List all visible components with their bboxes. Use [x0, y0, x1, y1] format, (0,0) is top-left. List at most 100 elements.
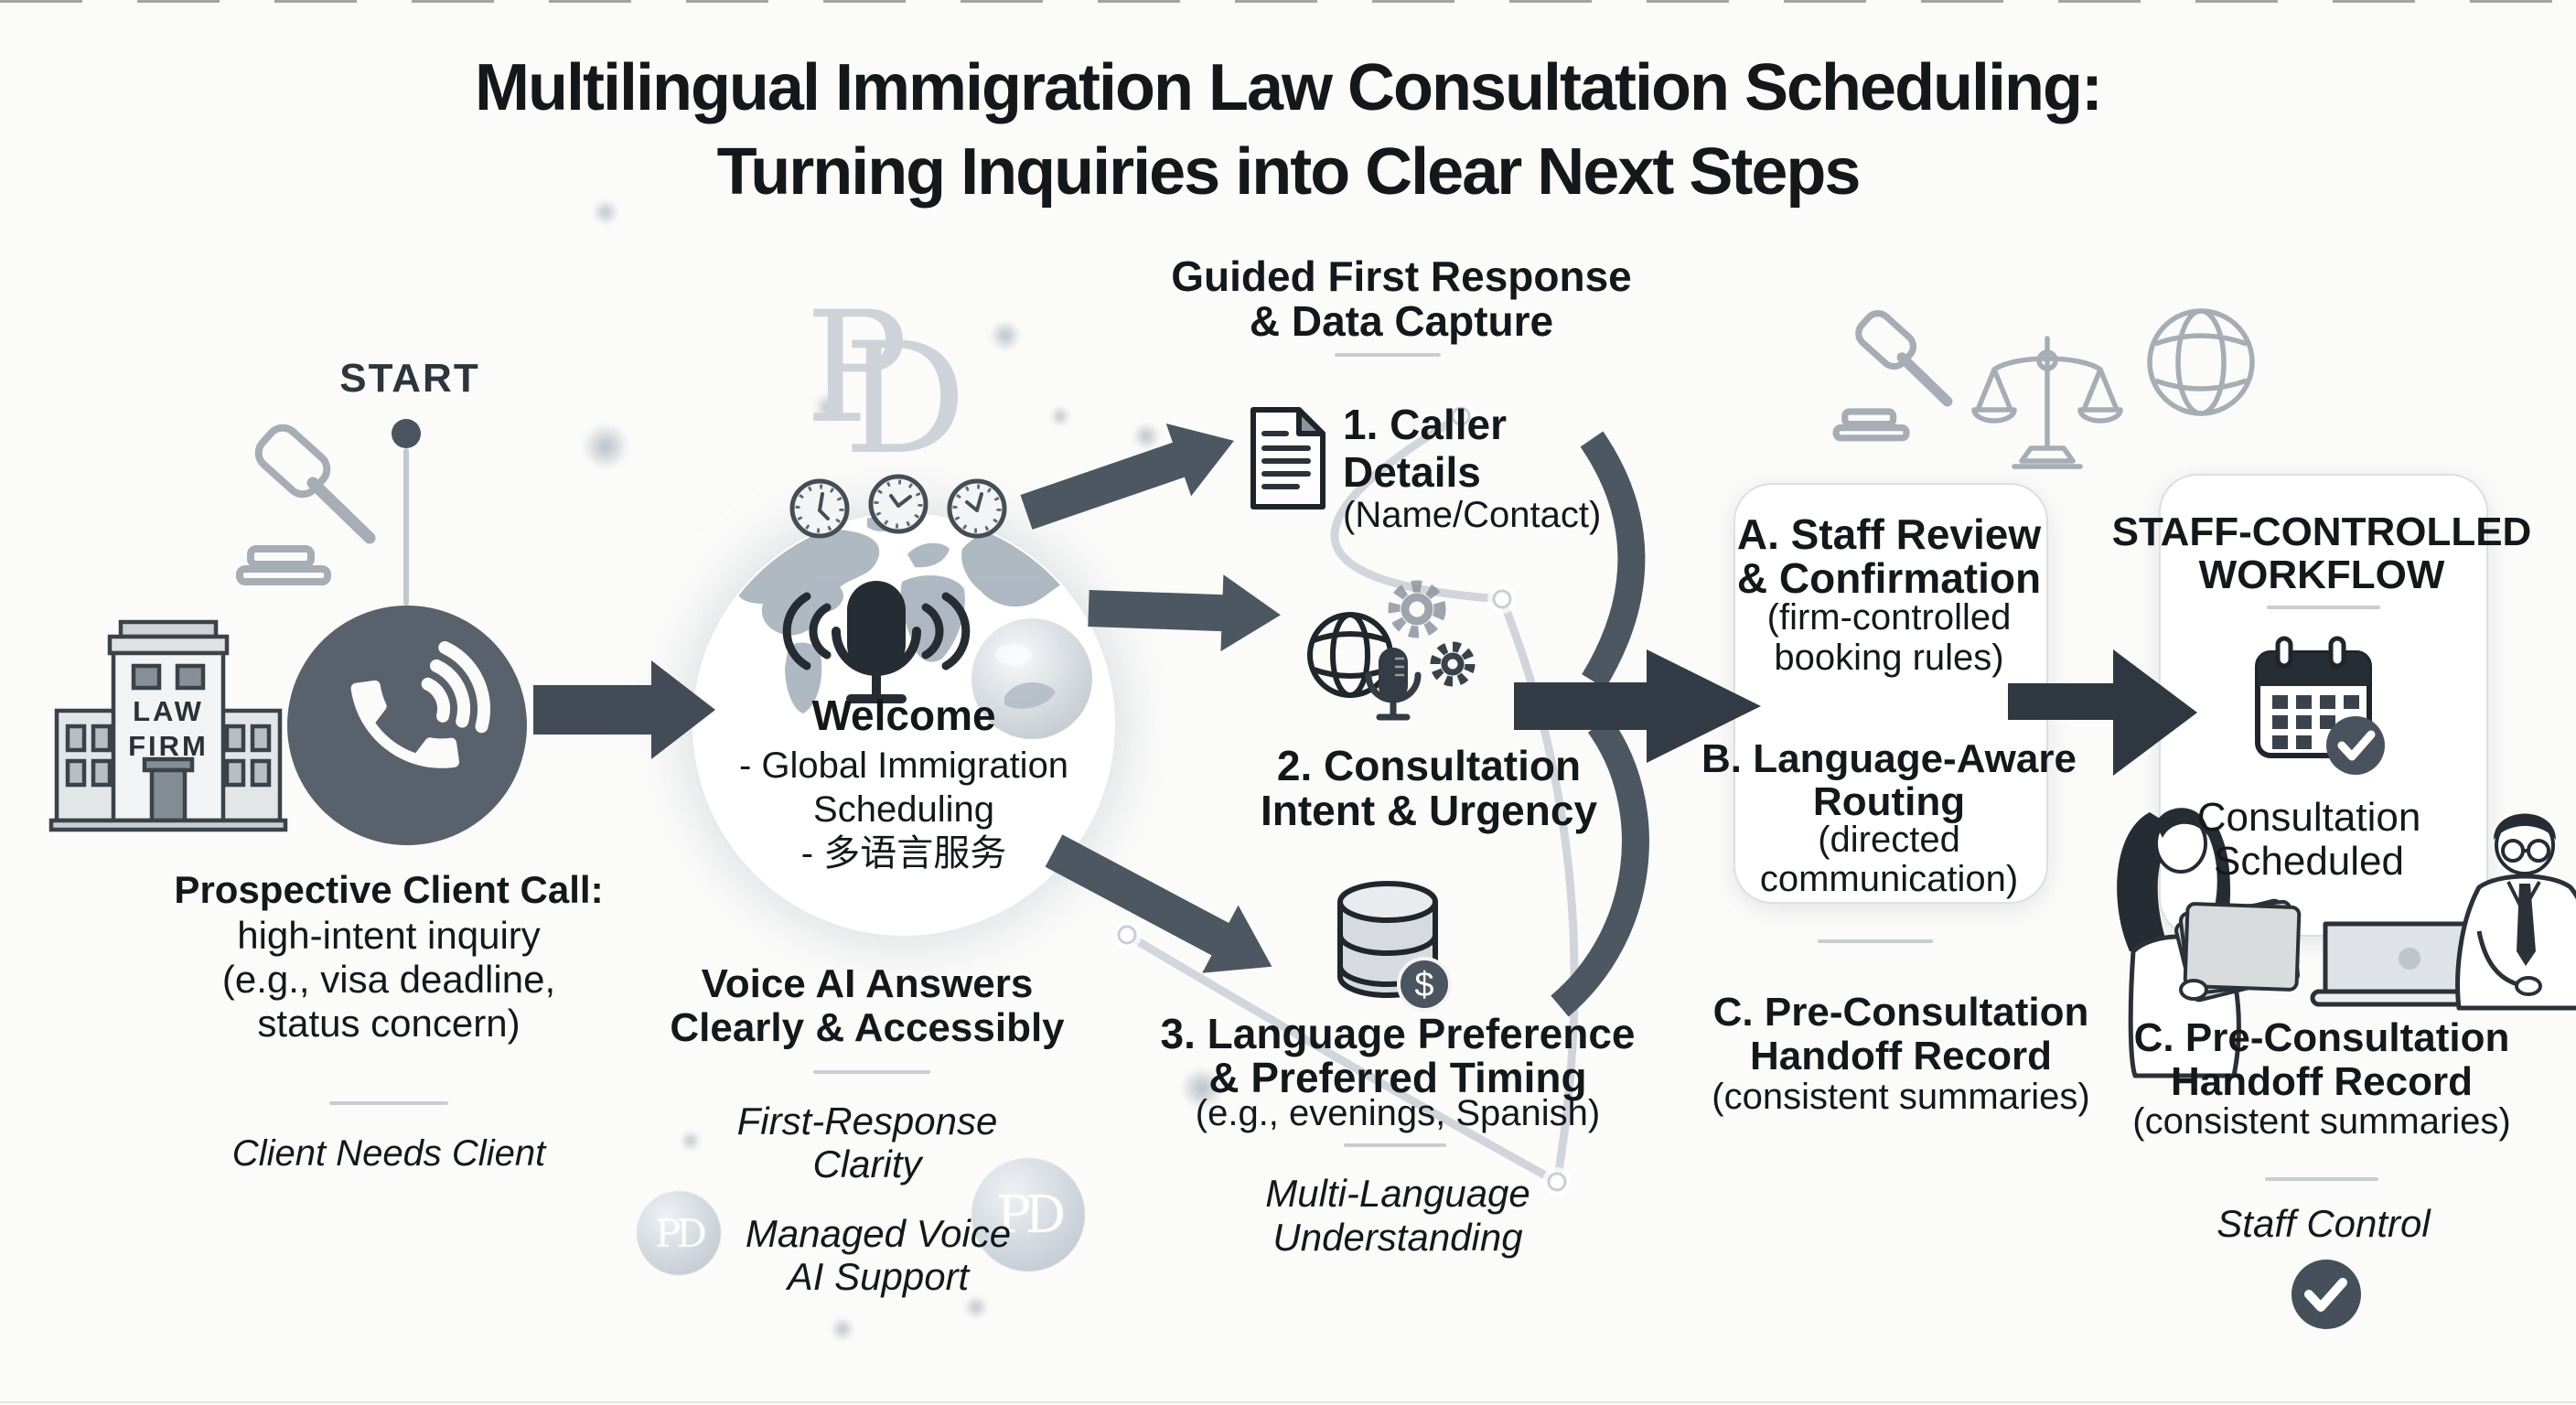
workflow-header-line2: WORKFLOW [2198, 552, 2445, 597]
welcome-line2: Scheduling [813, 789, 994, 830]
item3-note-line2: Understanding [1272, 1216, 1523, 1259]
divider [2265, 1177, 2378, 1181]
workflow-header-line1: STAFF-CONTROLLED [2111, 509, 2532, 554]
item1-title-line2: Details [1343, 448, 1481, 496]
voice-ai-note1-line1: First-Response [736, 1099, 998, 1142]
item3-title-line1: 3. Language Preference [1160, 1010, 1636, 1057]
decor-dot [582, 423, 629, 470]
review-b-line2: Routing [1812, 779, 1966, 824]
gavel-icon [236, 424, 376, 585]
review-a-sub2: booking rules) [1774, 638, 2004, 678]
decor-dot [681, 1131, 701, 1151]
check-circle-icon [2292, 1260, 2361, 1329]
law-firm-sign-line2: FIRM [128, 730, 209, 762]
item2-title-line1: 2. Consultation [1276, 742, 1582, 789]
review-b-sub2: communication) [1759, 859, 2019, 899]
gavel-icon [1832, 309, 1953, 442]
voice-ai-note1-line2: Clarity [812, 1142, 922, 1185]
pd-watermark-badge: PD [971, 1158, 1085, 1271]
review-b-line1: B. Language-Aware [1701, 736, 2077, 781]
law-firm-sign-line1: LAW [133, 695, 204, 727]
divider [1335, 353, 1441, 357]
workflow-status-line2: Scheduled [2214, 839, 2404, 884]
start-label: START [339, 356, 480, 401]
workflow-c-line2: Handoff Record [2171, 1059, 2473, 1104]
intent-globe-mic-gears-icon [1307, 580, 1476, 721]
decor-dot [814, 393, 842, 421]
man-with-glasses-illustration [2455, 813, 2576, 1011]
phone-call-icon [287, 606, 527, 845]
review-a-sub1: (firm-controlled [1766, 597, 2012, 638]
workflow-status-line1: Consultation [2196, 795, 2421, 840]
review-c-line2: Handoff Record [1750, 1034, 2052, 1078]
globe-icon [2147, 308, 2255, 416]
calendar-check-icon [2255, 636, 2385, 775]
decor-thread-lines [1124, 413, 1579, 1185]
decor-dot [990, 320, 1021, 351]
client-call-heading: Prospective Client Call: [174, 868, 604, 911]
welcome-line1: - Global Immigration [738, 745, 1069, 786]
staff-review-box [1733, 483, 2048, 904]
review-c-line1: C. Pre-Consultation [1712, 990, 2089, 1035]
database-icon: $ [1337, 881, 1452, 1012]
arrow-to-workflow-panel [2008, 649, 2197, 776]
decor-dot [831, 1317, 854, 1341]
staff-control-note: Staff Control [2216, 1202, 2431, 1245]
welcome-line3: - 多语言服务 [800, 833, 1007, 874]
scan-noise-top [0, 0, 2576, 3]
review-b-sub1: (directed [1818, 820, 1960, 860]
bottom-hairline [0, 1401, 2576, 1403]
decor-dot [593, 199, 618, 225]
pd-watermark-letter-d: D [843, 309, 967, 488]
staff-people-illustration [2117, 808, 2576, 1078]
client-call-line3: status concern) [257, 1002, 521, 1045]
svg-text:$: $ [1414, 966, 1433, 1004]
voice-ai-line2: Clearly & Accessibly [670, 1005, 1065, 1050]
decor-dot [1132, 423, 1160, 450]
client-call-line1: high-intent inquiry [237, 914, 541, 957]
fanout-arrows [1020, 423, 1281, 973]
voice-ai-note2-line2: AI Support [787, 1255, 970, 1298]
arrow-call-to-welcome [533, 660, 715, 759]
guided-header-line1: Guided First Response [1171, 252, 1632, 300]
guided-header-line2: & Data Capture [1249, 297, 1554, 345]
divider [1818, 939, 1933, 943]
item3-title-line2: & Preferred Timing [1208, 1054, 1587, 1101]
workflow-c-sub: (consistent summaries) [2132, 1101, 2511, 1142]
voice-ai-line1: Voice AI Answers [701, 961, 1034, 1006]
item1-sub: (Name/Contact) [1343, 495, 1602, 535]
divider [2267, 606, 2380, 609]
decor-dot [1180, 1067, 1224, 1110]
voice-microphone-icon [782, 581, 971, 703]
decor-dot [964, 1295, 988, 1319]
client-needs-note: Client Needs Client [231, 1133, 546, 1174]
pd-watermark-badge: PD [637, 1191, 721, 1275]
divider [329, 1101, 448, 1105]
divider [1344, 1143, 1446, 1147]
arrow-into-review-box [1514, 649, 1761, 763]
item1-title-line1: 1. Caller [1343, 401, 1507, 448]
clocks-icon [789, 474, 1007, 539]
document-icon [1250, 407, 1326, 509]
page-title-line2: Turning Inquiries into Clear Next Steps [716, 135, 1862, 209]
start-marker-icon [392, 419, 421, 606]
scales-of-justice-icon [1971, 336, 2123, 469]
welcome-heading: Welcome [811, 692, 996, 739]
client-call-line2: (e.g., visa deadline, [221, 958, 556, 1001]
dollar-coin-icon: $ [1397, 957, 1452, 1012]
globe-sphere-icon [971, 618, 1092, 739]
decor-dot [1050, 406, 1070, 426]
item2-title-line2: Intent & Urgency [1260, 787, 1598, 834]
woman-with-folders-illustration [2117, 808, 2302, 1078]
review-a-line1: A. Staff Review [1736, 510, 2042, 558]
converge-arrows [1551, 431, 1649, 1017]
item3-sub: (e.g., evenings, Spanish) [1195, 1093, 1601, 1133]
review-a-line2: & Confirmation [1736, 554, 2042, 602]
item3-note-line1: Multi-Language [1265, 1172, 1530, 1215]
voice-ai-note2-line1: Managed Voice [745, 1212, 1012, 1255]
divider [813, 1070, 930, 1074]
workflow-c-line1: C. Pre-Consultation [2133, 1015, 2510, 1060]
decor-thread-dots [1112, 402, 1572, 1196]
